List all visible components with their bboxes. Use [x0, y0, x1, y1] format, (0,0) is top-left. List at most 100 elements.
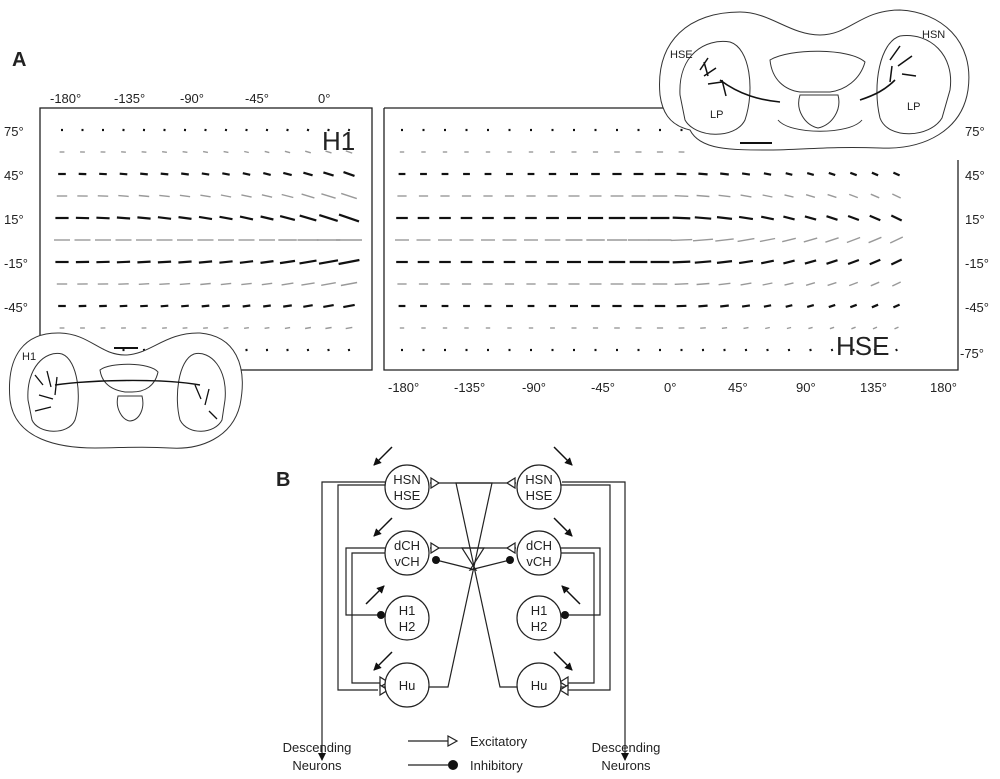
vector-arrow [827, 281, 837, 287]
hse-y-tick: -15° [965, 256, 989, 271]
neuron-label: H2 [531, 619, 548, 634]
neuron-label: Hu [531, 678, 548, 693]
vector-arrow [869, 214, 881, 222]
h1-x-tick: -135° [114, 91, 145, 106]
vector-arrow [721, 327, 728, 329]
panel-a-letter: A [12, 49, 26, 71]
vector-arrow [263, 304, 271, 308]
right-ch-inhibitory-synapse [506, 556, 514, 564]
left-h1-inhibitory-synapse [377, 611, 385, 619]
descending-neurons-right-line1: Descending [592, 740, 661, 755]
vector-arrow [160, 172, 169, 176]
vector-arrow [284, 150, 291, 154]
vector-arrow [181, 172, 189, 176]
motion-input-arrow [561, 585, 581, 605]
vector-arrow [260, 215, 274, 221]
vector-arrow [223, 150, 229, 154]
vector-arrow [159, 283, 170, 285]
vector-arrow [784, 282, 794, 286]
h1-y-tick: -15° [4, 256, 28, 271]
vector-arrow [806, 304, 815, 308]
vector-arrow [672, 260, 691, 264]
vector-arrow [698, 172, 708, 176]
vector-arrow [222, 304, 230, 308]
h1-y-tick: 15° [4, 212, 24, 227]
hse-x-tick: -45° [591, 380, 615, 395]
vector-arrow [846, 236, 861, 244]
vector-arrow [244, 327, 249, 329]
motion-input-arrow [373, 651, 393, 671]
cross-hs-to-right-hu [455, 482, 566, 688]
vector-arrow [760, 215, 775, 221]
h1-y-tick: 75° [4, 124, 24, 139]
right-ch-loop [560, 547, 601, 616]
vector-arrow [895, 348, 898, 352]
synapse-legend: Excitatory Inhibitory [408, 734, 528, 773]
vector-arrow [763, 172, 772, 176]
hse-y-tick: -75° [960, 346, 984, 361]
brain-label-hse: HSE [670, 49, 693, 61]
hse-map-label: HSE [836, 331, 889, 361]
vector-arrow [743, 326, 749, 330]
vector-arrow [870, 281, 880, 287]
hse-x-tick: 45° [728, 380, 748, 395]
hse-y-tick: 15° [965, 212, 985, 227]
neuron-label: HSE [394, 488, 421, 503]
vector-arrow [828, 171, 836, 177]
neuron-label: vCH [394, 554, 419, 569]
vector-arrow [716, 216, 733, 220]
vector-arrow [318, 259, 339, 265]
vector-arrow [784, 194, 794, 198]
vector-arrow [305, 150, 311, 154]
neuron-label: dCH [394, 538, 420, 553]
vector-arrow [283, 171, 292, 177]
vector-arrow [891, 281, 902, 287]
neuron-label: H1 [399, 603, 416, 618]
left-hu-excitatory-synapse-1 [379, 675, 390, 689]
vector-arrow [338, 213, 360, 223]
vector-arrow [692, 238, 714, 242]
h1-y-tick: -45° [4, 300, 28, 315]
vector-arrow [672, 216, 691, 220]
brain-illustration-hse: HSE HSN LP LP [659, 9, 970, 151]
hse-x-tick: 135° [860, 380, 887, 395]
vector-arrow [244, 150, 249, 154]
h1-x-tick: -180° [50, 91, 81, 106]
vector-arrow [738, 259, 754, 265]
vector-arrow [868, 236, 882, 244]
vector-arrow [763, 304, 772, 308]
h1-y-axis-ticks: 75° 45° 15° -15° -45° [4, 124, 28, 315]
vector-arrow [785, 304, 793, 308]
hse-x-tick: 90° [796, 380, 816, 395]
vector-arrow [119, 172, 128, 176]
vector-arrow [116, 260, 131, 264]
vector-arrow [157, 216, 172, 220]
vector-arrow [338, 258, 360, 266]
h1-y-tick: 45° [4, 168, 24, 183]
vector-arrow [345, 150, 353, 154]
vector-arrow [345, 326, 353, 330]
vector-arrow [116, 216, 131, 220]
vector-arrow [762, 194, 773, 198]
right-h1-inhibitory-synapse [561, 611, 569, 619]
vector-arrow [785, 172, 793, 176]
vector-arrow [222, 172, 230, 176]
brain-label-lp-left: LP [710, 109, 723, 121]
vector-arrow [118, 194, 129, 198]
vector-arrow [303, 304, 313, 308]
vector-arrow [181, 304, 189, 308]
vector-arrow [140, 172, 148, 176]
vector-arrow [829, 326, 835, 330]
vector-arrow [327, 128, 330, 132]
legend-inhibitory-label: Inhibitory [470, 758, 523, 773]
vector-arrow [325, 326, 332, 330]
vector-arrow [157, 260, 172, 264]
vector-arrow [760, 259, 775, 265]
h1-x-tick: -90° [180, 91, 204, 106]
neuron-left-dch-vch [384, 530, 430, 576]
vector-arrow [825, 237, 839, 243]
vector-arrow [284, 326, 291, 330]
vector-arrow [806, 172, 815, 176]
vector-arrow [830, 348, 834, 352]
